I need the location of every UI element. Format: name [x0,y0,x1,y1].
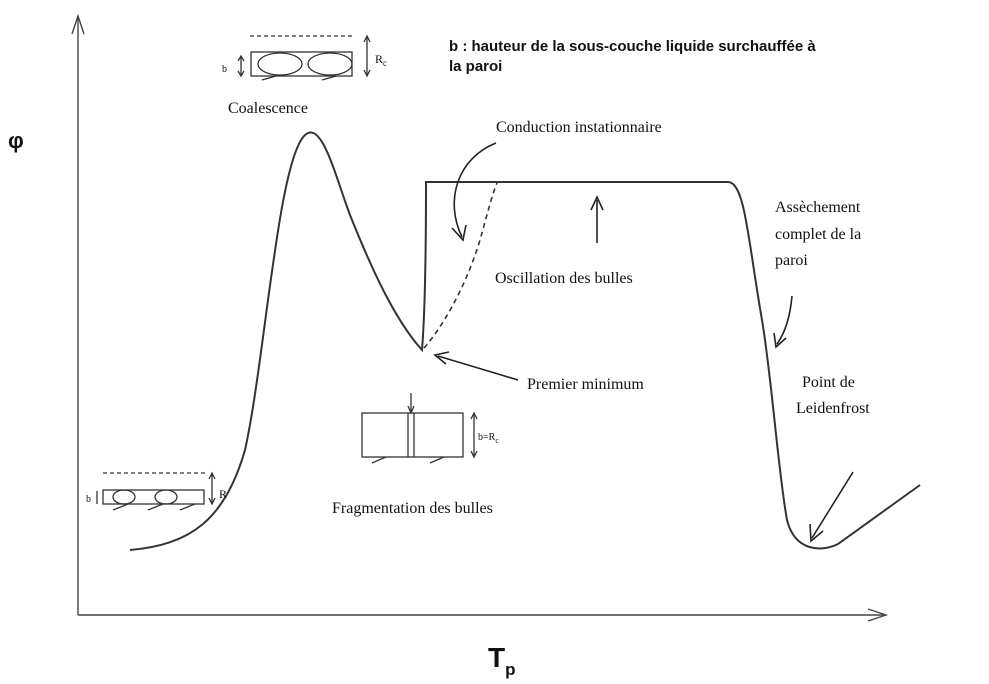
assechement-arrow [776,295,793,345]
premier-minimum-arrow [437,355,519,381]
x-axis-arrowhead [867,608,889,622]
inset-b-arrowhead [237,54,245,62]
assechement-arrowhead [773,332,787,349]
inset-r-arrowhead [208,497,216,506]
label-fragmentation: Fragmentation des bulles [332,500,493,517]
label-leidenfrost-1: Point de [802,374,855,391]
inset-bubble [154,489,178,505]
low-inset-b-label: b [86,494,91,505]
inset-bubble [112,489,136,505]
axes [71,13,889,622]
annotation-arrows [433,142,854,543]
inset-box [361,412,464,458]
label-leidenfrost-2: Leidenfrost [796,400,870,417]
inset-rc-arrowhead [363,69,371,78]
inset-rc-arrowhead [363,34,371,43]
y-axis-arrowhead [71,13,85,35]
inset-rc-label: Rc [375,52,387,68]
label-premier-minimum: Premier minimum [527,376,644,393]
leidenfrost-arrow [811,471,854,539]
boiling-curve [129,131,921,551]
label-conduction: Conduction instationnaire [496,119,662,136]
y-axis-symbol: φ [8,128,24,153]
inset-hatch [179,503,196,511]
inset-box [102,489,205,505]
premier-minimum-arrowhead [433,351,450,365]
inset-hatch [261,75,277,81]
x-axis-symbol: Tp [488,642,516,679]
legend-note-line1: b : hauteur de la sous-couche liquide su… [449,38,816,55]
low-flux-inset [96,471,216,511]
inset-hatch [429,456,445,464]
fragmentation-b-label: b=Rc [478,432,499,445]
coalescence-inset [237,34,371,81]
inset-bubble [257,52,303,76]
label-assechement-1: Assèchement [775,199,861,216]
inset-hatch [321,75,337,81]
inset-pointer-head [407,405,415,415]
low-inset-r-label: R [219,487,227,501]
conduction-arrowhead [451,224,467,242]
inset-b-arrowhead [470,450,478,459]
inset-bubble [307,52,353,76]
inset-b-arrowhead [237,70,245,78]
inset-hatch [112,503,129,511]
legend-note-line2: la paroi [449,58,502,75]
conduction-dashed-curve [423,182,498,349]
leidenfrost-arrowhead [809,523,824,543]
label-assechement-3: paroi [775,252,808,269]
conduction-arrow [453,142,497,238]
inset-b-label: b [222,64,227,75]
inset-hatch [147,503,164,511]
label-assechement-2: complet de la [775,226,861,243]
label-coalescence: Coalescence [228,100,308,117]
inset-hatch [371,456,387,464]
inset-b-arrowhead [470,411,478,420]
oscillation-arrowhead [590,195,604,211]
label-oscillation: Oscillation des bulles [495,270,633,287]
inset-r-arrowhead [208,471,216,480]
fragmentation-inset [361,393,478,464]
